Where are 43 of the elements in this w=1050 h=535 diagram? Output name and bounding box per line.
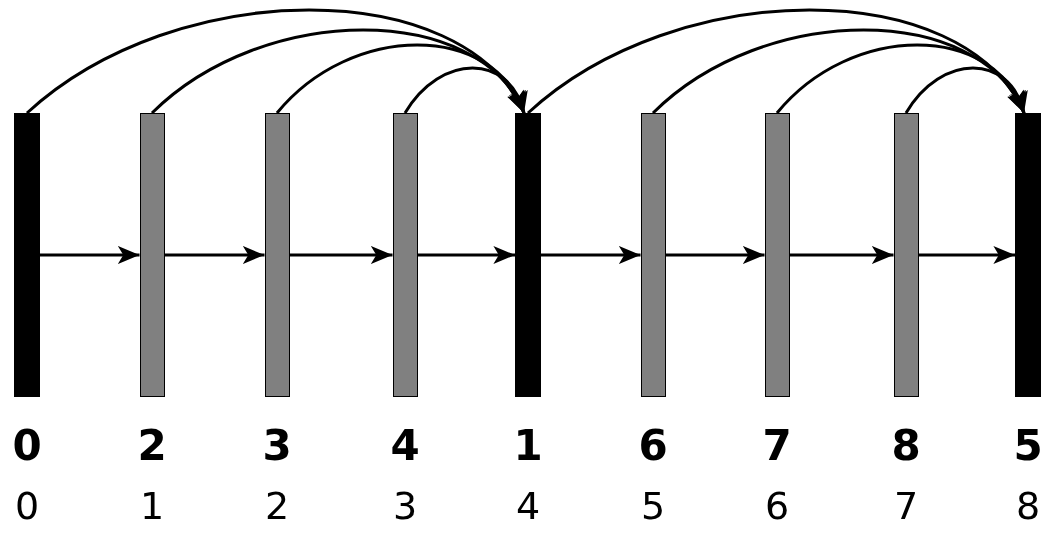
bar-number: 2 bbox=[136, 425, 168, 467]
arrow bbox=[527, 8, 1026, 115]
arrow bbox=[904, 66, 1026, 114]
position-index: 0 bbox=[13, 487, 41, 525]
bar-number: 7 bbox=[761, 425, 793, 467]
vertical-bar bbox=[14, 113, 40, 397]
vertical-bar bbox=[764, 113, 790, 397]
position-index: 6 bbox=[763, 487, 791, 525]
arrow bbox=[417, 246, 515, 264]
position-index: 8 bbox=[1014, 487, 1042, 525]
arrow bbox=[403, 66, 526, 114]
arrow bbox=[164, 246, 265, 264]
bar-number: 1 bbox=[512, 425, 544, 467]
bar-number: 6 bbox=[637, 425, 669, 467]
position-index: 3 bbox=[391, 487, 419, 525]
bar-number: 3 bbox=[261, 425, 293, 467]
position-index: 5 bbox=[639, 487, 667, 525]
arrow bbox=[918, 246, 1015, 264]
arrow bbox=[541, 246, 641, 264]
arrow bbox=[151, 28, 526, 115]
vertical-bar bbox=[515, 113, 541, 397]
position-index: 1 bbox=[138, 487, 166, 525]
vertical-bar bbox=[640, 113, 666, 397]
position-index: 7 bbox=[892, 487, 920, 525]
arrow bbox=[652, 28, 1026, 115]
bar-number: 8 bbox=[890, 425, 922, 467]
arrow bbox=[26, 8, 526, 115]
arrow bbox=[775, 43, 1026, 115]
arrow bbox=[789, 246, 894, 264]
arrow bbox=[289, 246, 393, 264]
position-index: 2 bbox=[263, 487, 291, 525]
vertical-bar bbox=[139, 113, 165, 397]
bar-number: 4 bbox=[389, 425, 421, 467]
vertical-bar bbox=[893, 113, 919, 397]
vertical-bar bbox=[264, 113, 290, 397]
arrow bbox=[275, 43, 526, 115]
vertical-bar bbox=[392, 113, 418, 397]
position-index: 4 bbox=[514, 487, 542, 525]
bar-number: 0 bbox=[11, 425, 43, 467]
vertical-bar bbox=[1015, 113, 1041, 397]
bar-number: 5 bbox=[1012, 425, 1044, 467]
arrow bbox=[40, 246, 140, 264]
arrow bbox=[665, 246, 765, 264]
